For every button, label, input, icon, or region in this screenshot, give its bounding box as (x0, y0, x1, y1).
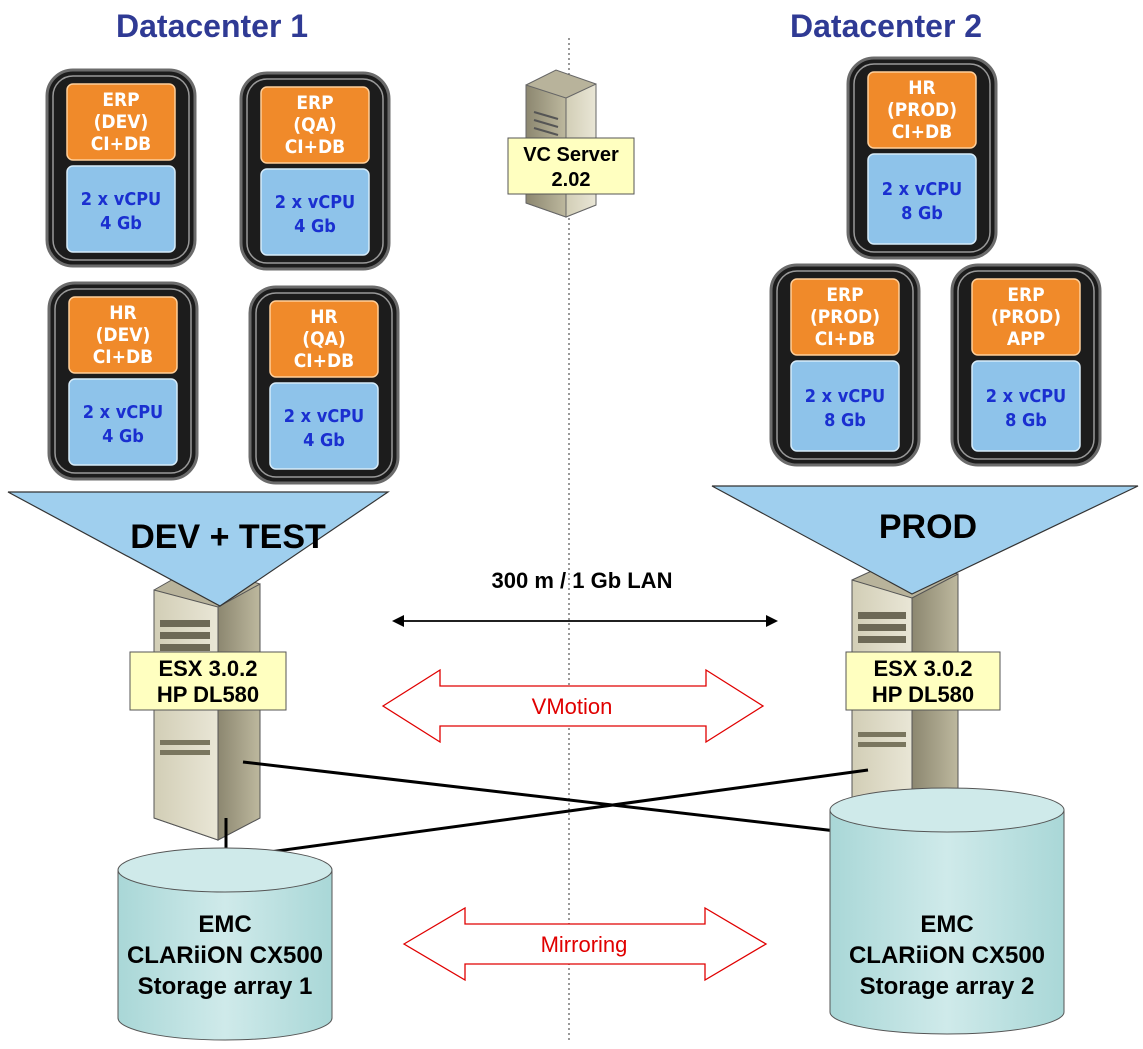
vm-resource-box (68, 378, 178, 466)
vm-role-box (971, 278, 1081, 356)
vm-role-line: ERP (296, 92, 333, 114)
vm-role-box (790, 278, 900, 356)
vm-resource-line: 8 Gb (1005, 410, 1047, 431)
vm-role-line: CI+DB (285, 136, 345, 158)
vmotion-label: VMotion (532, 694, 613, 719)
vm-role-line: (PROD) (991, 306, 1061, 328)
vm-card[interactable]: ERP(PROD)APP 2 x vCPU 8 Gb (950, 263, 1102, 467)
mirroring-label: Mirroring (541, 932, 628, 957)
cluster-label-dc2: PROD (879, 508, 977, 546)
server-drives-icon (160, 620, 210, 755)
vm-role-line: CI+DB (294, 350, 354, 372)
vm-role-line: APP (1007, 328, 1045, 350)
lan-link (392, 615, 778, 627)
vm-resource-line: 2 x vCPU (986, 386, 1066, 407)
vm-card[interactable]: HR(DEV)CI+DB 2 x vCPU 4 Gb (47, 281, 199, 481)
storage-vendor-dc2: EMC (920, 911, 973, 938)
vm-resource-line: 4 Gb (303, 430, 345, 451)
cluster-label-dc1: DEV + TEST (130, 518, 326, 556)
vm-role-box (867, 71, 977, 149)
vm-role-line: (QA) (293, 114, 336, 136)
vm-resource-line: 8 Gb (824, 410, 866, 431)
cluster-funnel-dc1 (7, 491, 390, 607)
storage-model-dc1: CLARiiON CX500 (127, 942, 323, 969)
vm-resource-line: 4 Gb (294, 216, 336, 237)
vm-card[interactable]: ERP(DEV)CI+DB 2 x vCPU 4 Gb (45, 68, 197, 268)
vm-card[interactable]: ERP(QA)CI+DB 2 x vCPU 4 Gb (239, 71, 391, 271)
vm-role-line: CI+DB (815, 328, 875, 350)
server-vents-icon (533, 111, 559, 136)
vm-resource-box (66, 165, 176, 253)
vm-resource-box (971, 360, 1081, 452)
host-os-dc2: ESX 3.0.2 (873, 656, 972, 681)
vmotion-arrow-icon (381, 668, 765, 744)
vm-role-line: (PROD) (810, 306, 880, 328)
vm-resource-line: 2 x vCPU (882, 179, 962, 200)
vm-resource-line: 2 x vCPU (275, 192, 355, 213)
vm-resource-box (260, 168, 370, 256)
vm-role-line: ERP (102, 89, 139, 111)
cluster-funnel-dc2 (711, 485, 1139, 595)
datacenter-1-title: Datacenter 1 (116, 8, 308, 44)
server-drives-icon (858, 612, 906, 747)
host-label-dc2 (845, 651, 1001, 711)
vc-server-name: VC Server (523, 144, 619, 166)
vm-role-line: HR (109, 302, 136, 324)
host-model-dc1: HP DL580 (157, 682, 259, 707)
vm-role-line: (QA) (302, 328, 345, 350)
vm-role-box (260, 86, 370, 164)
vm-resource-box (790, 360, 900, 452)
host-model-dc2: HP DL580 (872, 682, 974, 707)
vc-server-version: 2.02 (552, 169, 591, 191)
vm-role-line: HR (310, 306, 337, 328)
storage-vendor-dc1: EMC (198, 911, 251, 938)
vm-role-box (68, 296, 178, 374)
vm-resource-line: 2 x vCPU (805, 386, 885, 407)
vm-role-line: CI+DB (91, 133, 151, 155)
vm-role-line: (DEV) (94, 111, 149, 133)
vm-role-box (66, 83, 176, 161)
host-label-dc1 (129, 651, 287, 711)
vm-resource-line: 8 Gb (901, 203, 943, 224)
vm-role-line: ERP (826, 284, 863, 306)
vc-server[interactable]: VC Server 2.02 (507, 69, 635, 218)
vm-resource-box (269, 382, 379, 470)
vm-role-line: HR (908, 77, 935, 99)
vm-role-line: CI+DB (892, 121, 952, 143)
vm-role-line: (DEV) (96, 324, 151, 346)
vm-resource-line: 4 Gb (100, 213, 142, 234)
host-os-dc1: ESX 3.0.2 (158, 656, 257, 681)
vm-card[interactable]: HR(QA)CI+DB 2 x vCPU 4 Gb (248, 285, 400, 485)
vm-card[interactable]: HR(PROD)CI+DB 2 x vCPU 8 Gb (846, 56, 998, 260)
vm-resource-line: 2 x vCPU (83, 402, 163, 423)
mirroring-arrow-icon (402, 906, 768, 982)
storage-model-dc2: CLARiiON CX500 (849, 942, 1045, 969)
vm-role-line: CI+DB (93, 346, 153, 368)
vm-role-line: (PROD) (887, 99, 957, 121)
vm-role-box (269, 300, 379, 378)
vm-role-line: ERP (1007, 284, 1044, 306)
storage-name-dc1: Storage array 1 (138, 973, 313, 1000)
vm-resource-line: 2 x vCPU (81, 189, 161, 210)
storage-array-dc1[interactable] (117, 847, 333, 1041)
storage-name-dc2: Storage array 2 (860, 973, 1035, 1000)
vc-server-label (507, 137, 635, 195)
vm-resource-box (867, 153, 977, 245)
vm-card[interactable]: ERP(PROD)CI+DB 2 x vCPU 8 Gb (769, 263, 921, 467)
lan-label: 300 m / 1 Gb LAN (492, 568, 673, 593)
storage-array-dc2[interactable] (829, 787, 1065, 1035)
vm-resource-line: 4 Gb (102, 426, 144, 447)
datacenter-2-title: Datacenter 2 (790, 8, 982, 44)
vm-resource-line: 2 x vCPU (284, 406, 364, 427)
